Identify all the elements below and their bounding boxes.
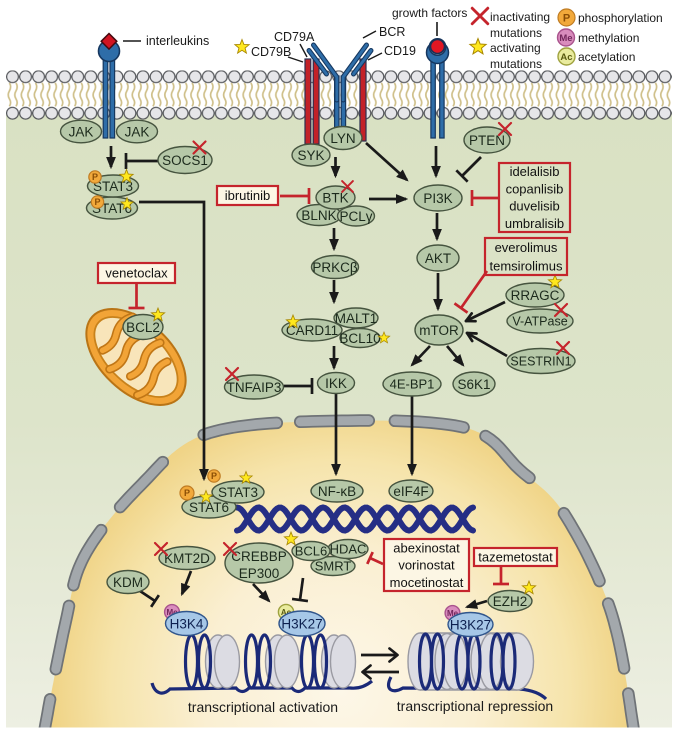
svg-text:idelalisib: idelalisib: [510, 164, 560, 179]
svg-text:temsirolimus: temsirolimus: [490, 258, 563, 273]
svg-text:duvelisib: duvelisib: [509, 199, 560, 214]
svg-text:CD79B: CD79B: [251, 45, 291, 59]
svg-text:mutations: mutations: [490, 26, 542, 40]
svg-text:Me: Me: [559, 33, 572, 44]
svg-text:transcriptional repression: transcriptional repression: [397, 698, 553, 714]
svg-text:BCL6: BCL6: [295, 544, 328, 559]
svg-text:umbralisib: umbralisib: [505, 216, 564, 231]
svg-text:SOCS1: SOCS1: [162, 153, 208, 168]
svg-text:BLNK: BLNK: [301, 208, 336, 223]
svg-text:CD79A: CD79A: [274, 30, 315, 44]
svg-text:venetoclax: venetoclax: [105, 266, 168, 281]
svg-text:KDM: KDM: [113, 575, 143, 590]
svg-text:MALT1: MALT1: [335, 311, 378, 326]
svg-text:SMRT: SMRT: [315, 559, 352, 574]
svg-text:acetylation: acetylation: [578, 50, 635, 64]
svg-text:RRAGC: RRAGC: [511, 288, 560, 303]
svg-text:EZH2: EZH2: [493, 594, 528, 609]
svg-text:everolimus: everolimus: [495, 240, 558, 255]
svg-text:CREBBP: CREBBP: [231, 549, 287, 564]
svg-text:KMT2D: KMT2D: [164, 551, 210, 566]
svg-text:P: P: [94, 197, 100, 207]
svg-text:abexinostat: abexinostat: [393, 540, 460, 555]
svg-text:JAK: JAK: [125, 124, 150, 139]
svg-text:PI3K: PI3K: [423, 191, 452, 206]
svg-text:PRKCβ: PRKCβ: [312, 260, 358, 275]
svg-text:mocetinostat: mocetinostat: [390, 575, 464, 590]
svg-text:phosphorylation: phosphorylation: [578, 11, 663, 25]
svg-text:JAK: JAK: [69, 124, 94, 139]
svg-text:SESTRIN1: SESTRIN1: [510, 354, 571, 368]
svg-text:inactivating: inactivating: [490, 10, 550, 24]
svg-text:P: P: [184, 488, 190, 498]
svg-text:HDAC: HDAC: [330, 542, 367, 557]
svg-text:Me: Me: [166, 608, 178, 617]
svg-text:V-ATPase: V-ATPase: [512, 314, 567, 328]
svg-text:growth factors: growth factors: [392, 6, 467, 20]
svg-text:Ac: Ac: [560, 52, 572, 63]
svg-text:STAT3: STAT3: [218, 485, 258, 500]
svg-text:PTEN: PTEN: [469, 133, 505, 148]
svg-text:H3K27: H3K27: [281, 616, 322, 631]
svg-text:activating: activating: [490, 41, 541, 55]
svg-text:S6K1: S6K1: [457, 377, 490, 392]
svg-text:AKT: AKT: [425, 251, 451, 266]
svg-text:eIF4F: eIF4F: [393, 484, 428, 499]
svg-text:H3K4: H3K4: [170, 616, 204, 631]
svg-text:H3K27: H3K27: [450, 617, 491, 632]
svg-text:STAT3: STAT3: [93, 179, 133, 194]
svg-text:Ac: Ac: [281, 608, 292, 617]
svg-text:tazemetostat: tazemetostat: [478, 550, 553, 565]
svg-text:vorinostat: vorinostat: [398, 558, 455, 573]
svg-text:Me: Me: [447, 609, 459, 618]
svg-text:BCR: BCR: [379, 25, 405, 39]
svg-text:LYN: LYN: [330, 131, 355, 146]
svg-text:NF-κB: NF-κB: [318, 484, 356, 499]
svg-text:CARD11: CARD11: [286, 323, 338, 338]
svg-text:PCLγ: PCLγ: [339, 209, 372, 224]
svg-text:P: P: [211, 471, 217, 481]
svg-text:mTOR: mTOR: [419, 323, 459, 338]
svg-text:STAT6: STAT6: [189, 500, 229, 515]
svg-text:4E-BP1: 4E-BP1: [390, 377, 435, 392]
svg-text:copanlisib: copanlisib: [506, 182, 564, 197]
svg-text:interleukins: interleukins: [146, 34, 209, 48]
svg-text:P: P: [92, 172, 98, 182]
svg-text:BTK: BTK: [322, 190, 348, 205]
svg-text:EP300: EP300: [239, 566, 280, 581]
svg-text:TNFAIP3: TNFAIP3: [227, 380, 282, 395]
svg-text:IKK: IKK: [325, 376, 347, 391]
svg-text:CD19: CD19: [384, 44, 416, 58]
svg-text:SYK: SYK: [297, 148, 324, 163]
svg-text:BCL10: BCL10: [339, 331, 380, 346]
svg-text:methylation: methylation: [578, 31, 639, 45]
svg-text:BCL2: BCL2: [126, 320, 160, 335]
svg-text:mutations: mutations: [490, 57, 542, 71]
svg-text:transcriptional activation: transcriptional activation: [188, 699, 338, 715]
svg-text:ibrutinib: ibrutinib: [225, 188, 271, 203]
svg-text:P: P: [563, 13, 570, 25]
